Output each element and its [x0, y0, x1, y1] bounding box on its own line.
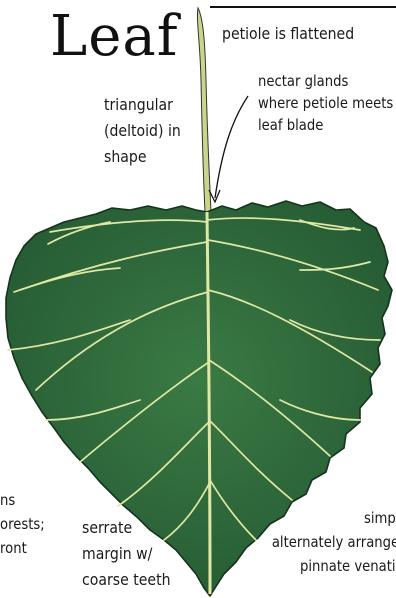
label-left-cut: ns orests; ront: [0, 488, 45, 560]
label-shape: triangular (deltoid) in shape: [104, 92, 181, 170]
top-rule: [210, 6, 396, 8]
label-margin: serrate margin w/ coarse teeth: [82, 515, 171, 593]
label-arrangement: simple; alternately arranged; pinnate ve…: [271, 506, 396, 578]
label-petiole: petiole is flattened: [222, 24, 354, 44]
page-title: Leaf: [50, 2, 178, 72]
petiole: [197, 8, 211, 212]
nectar-arrow: [215, 96, 248, 198]
label-nectar-glands: nectar glands where petiole meets leaf b…: [258, 70, 393, 136]
